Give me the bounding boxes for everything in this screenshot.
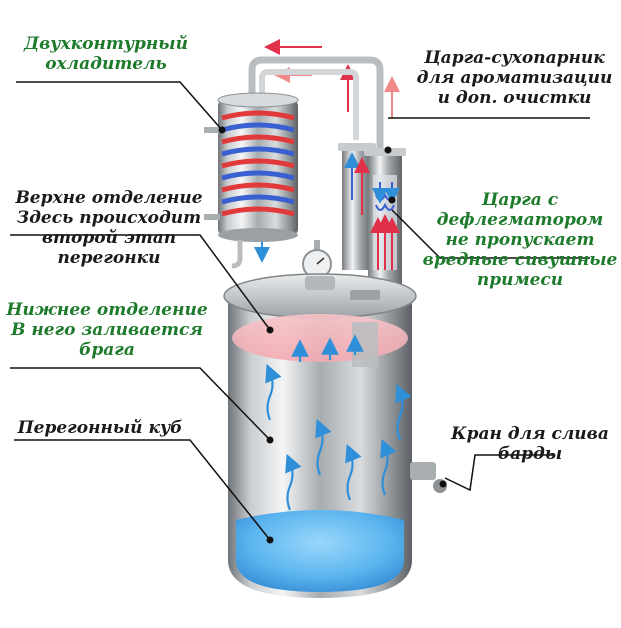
label-dry-column: Царга-сухопарник для ароматизации и доп.…: [416, 48, 613, 108]
drain-tap: [410, 462, 436, 480]
cooler-nozzle-bottom: [204, 214, 220, 220]
cooler-outlet: [231, 240, 243, 269]
cooler-coil: [221, 110, 295, 217]
dry-column: [342, 145, 372, 270]
cooler-nozzle-top: [204, 127, 220, 133]
cooler-body: [218, 100, 298, 235]
column-vapor-arrows: [344, 152, 400, 270]
label-upper-section: Верхне отделение Здесь происходит второй…: [15, 188, 203, 268]
leader-lines: [10, 81, 590, 541]
pipe-top-outer: [248, 56, 384, 150]
label-drain-tap: Кран для слива барды: [451, 424, 609, 464]
label-lower-section: Нижнее отделение В него заливается брага: [6, 300, 208, 360]
pipe-top-inner: [259, 69, 359, 140]
vapor-zone: [232, 314, 408, 362]
label-distillation-cube: Перегонный куб: [17, 418, 183, 438]
label-cooler: Двухконтурный охладитель: [24, 34, 188, 74]
wash-liquid: [236, 510, 404, 592]
label-dephlegmator: Царга с дефлегматором не пропускает вред…: [422, 190, 618, 290]
tank-steam-arrows: [265, 334, 412, 511]
